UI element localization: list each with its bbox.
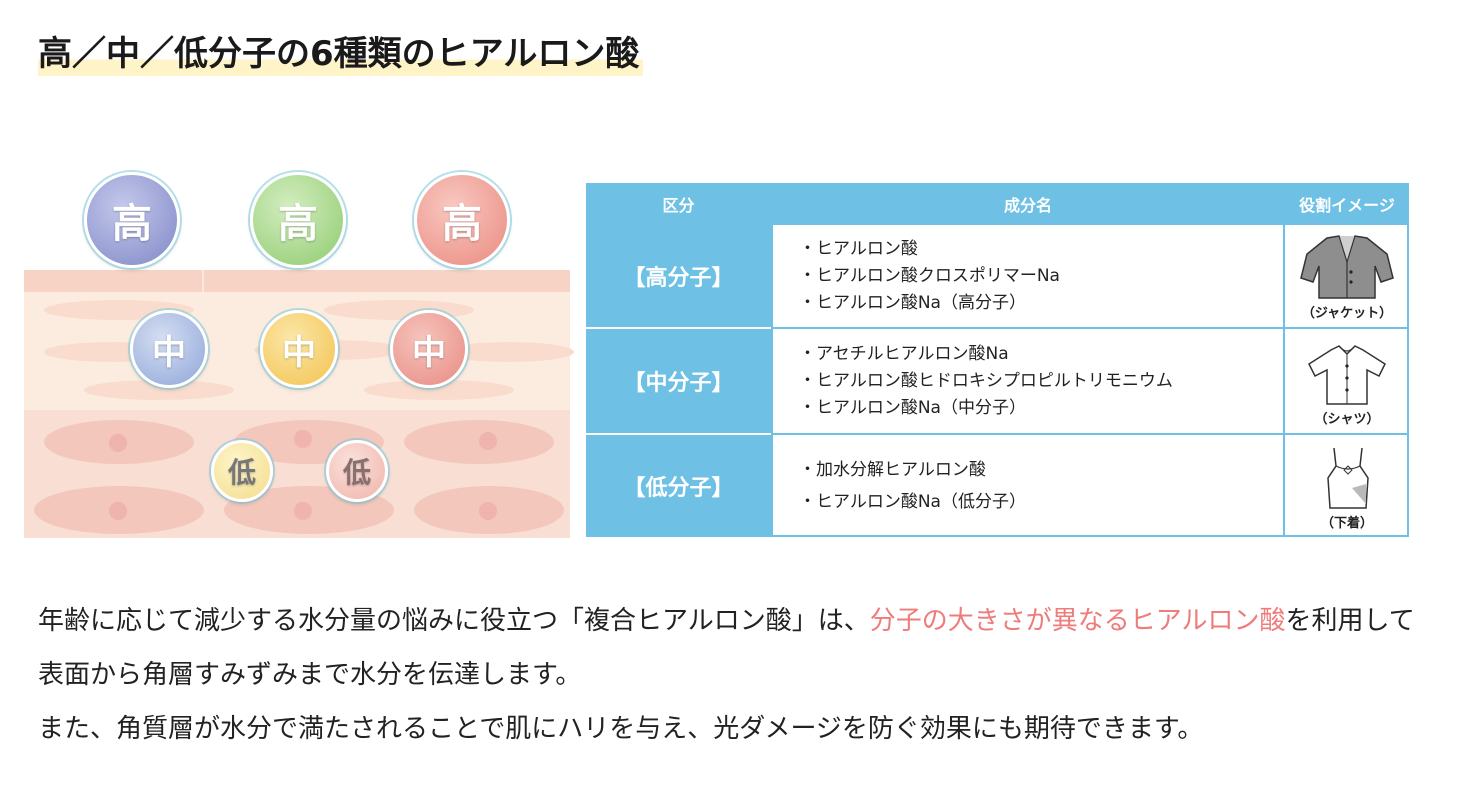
ingredient-item: ・ヒアルロン酸クロスポリマーNa <box>799 265 1060 286</box>
hyaluronic-acid-table: 区分 成分名 役割イメージ 【高分子】 【中分子】 【低分子】 ・ヒアルロン酸 … <box>586 183 1409 537</box>
mid-molecule-bubble: 中 <box>260 310 338 388</box>
skin-layers-illustration: 高 高 高 中 中 中 低 低 <box>24 158 574 538</box>
description: 年齢に応じて減少する水分量の悩みに役立つ「複合ヒアルロン酸」は、分子の大きさが異… <box>38 594 1428 756</box>
high-molecule-label: 高 <box>112 201 152 247</box>
ingredient-item: ・ヒアルロン酸Na（高分子） <box>799 292 1026 313</box>
cell-oval <box>444 342 574 362</box>
cell-nucleus <box>109 434 127 452</box>
description-highlight: 分子の大きさが異なるヒアルロン酸 <box>869 606 1286 636</box>
category-label: 【高分子】 <box>623 266 734 291</box>
low-molecule-bubble: 低 <box>211 440 273 502</box>
header-category-label: 区分 <box>662 196 695 215</box>
skin-deep-layer <box>24 410 570 538</box>
mid-molecule-label: 中 <box>412 332 446 373</box>
row-mid-ingredients: ・アセチルヒアルロン酸Na ・ヒアルロン酸ヒドロキシプロピルトリモニウム ・ヒア… <box>773 329 1283 433</box>
ingredient-item: ・ヒアルロン酸Na（中分子） <box>799 397 1026 418</box>
header-role-label: 役割イメージ <box>1299 196 1395 215</box>
cell-nucleus <box>294 430 312 448</box>
table-divider <box>1407 225 1409 537</box>
row-mid-image: （シャツ） <box>1285 329 1409 433</box>
table-divider <box>771 183 773 537</box>
page-title: 高／中／低分子の6種類のヒアルロン酸 <box>38 32 644 76</box>
cell-oval <box>84 380 234 400</box>
page-title-wrap: 高／中／低分子の6種類のヒアルロン酸 <box>38 26 644 76</box>
skin-top-layer <box>24 270 570 292</box>
category-divider <box>586 327 771 329</box>
cell-oval <box>364 380 514 400</box>
table-divider <box>771 535 1409 537</box>
row-low-category: 【低分子】 <box>586 435 771 537</box>
category-label: 【中分子】 <box>623 371 734 396</box>
high-molecule-bubble: 高 <box>250 172 346 268</box>
description-text: を利用して表面から角層すみずみまで水分を伝達します。 <box>38 606 1415 690</box>
high-molecule-label: 高 <box>442 201 482 247</box>
row-low-ingredients: ・加水分解ヒアルロン酸 ・ヒアルロン酸Na（低分子） <box>773 435 1283 537</box>
cell-nucleus <box>294 502 312 520</box>
table-divider <box>771 327 1409 329</box>
high-molecule-bubble: 高 <box>414 172 510 268</box>
table-divider <box>771 433 1409 435</box>
ingredient-item: ・ヒアルロン酸ヒドロキシプロピルトリモニウム <box>799 370 1173 391</box>
ingredient-item: ・ヒアルロン酸 <box>799 238 918 259</box>
table-divider <box>1283 183 1285 537</box>
mid-molecule-label: 中 <box>152 332 186 373</box>
skin-top-layer-divider <box>202 270 204 292</box>
description-paragraph-1: 年齢に応じて減少する水分量の悩みに役立つ「複合ヒアルロン酸」は、分子の大きさが異… <box>38 594 1428 702</box>
low-molecule-label: 低 <box>227 456 256 489</box>
mid-molecule-bubble: 中 <box>390 310 468 388</box>
jacket-icon <box>1300 235 1394 299</box>
row-high-category: 【高分子】 <box>586 225 771 327</box>
mid-molecule-bubble: 中 <box>130 310 208 388</box>
row-high-ingredients: ・ヒアルロン酸 ・ヒアルロン酸クロスポリマーNa ・ヒアルロン酸Na（高分子） <box>773 225 1283 327</box>
ingredient-item: ・アセチルヒアルロン酸Na <box>799 343 1009 364</box>
camisole-icon <box>1327 447 1369 509</box>
cell-nucleus <box>109 502 127 520</box>
cell-nucleus <box>479 432 497 450</box>
shirt-icon <box>1308 345 1386 405</box>
row-low-image: （下着） <box>1285 435 1409 537</box>
row-mid-category: 【中分子】 <box>586 329 771 433</box>
ingredient-item: ・ヒアルロン酸Na（低分子） <box>799 492 1026 512</box>
category-label: 【低分子】 <box>623 476 734 501</box>
high-molecule-bubble: 高 <box>84 172 180 268</box>
description-paragraph-2: また、角質層が水分で満たされることで肌にハリを与え、光ダメージを防ぐ効果にも期待… <box>38 714 1204 744</box>
camisole-caption: （下着） <box>1320 516 1373 531</box>
ingredient-item: ・加水分解ヒアルロン酸 <box>799 460 986 480</box>
mid-molecule-label: 中 <box>282 332 316 373</box>
header-role-image: 役割イメージ <box>1285 183 1409 225</box>
category-divider <box>586 433 771 435</box>
shirt-caption: （シャツ） <box>1314 412 1380 427</box>
low-molecule-bubble: 低 <box>326 440 388 502</box>
high-molecule-label: 高 <box>278 201 318 247</box>
jacket-caption: （ジャケット） <box>1301 306 1393 321</box>
header-ingredient-label: 成分名 <box>1003 196 1052 215</box>
cell-nucleus <box>479 502 497 520</box>
row-high-image: （ジャケット） <box>1285 225 1409 327</box>
low-molecule-label: 低 <box>342 456 371 489</box>
header-category: 区分 <box>586 183 771 225</box>
description-text: 年齢に応じて減少する水分量の悩みに役立つ「複合ヒアルロン酸」は、 <box>38 606 870 636</box>
header-ingredient-name: 成分名 <box>773 183 1283 225</box>
